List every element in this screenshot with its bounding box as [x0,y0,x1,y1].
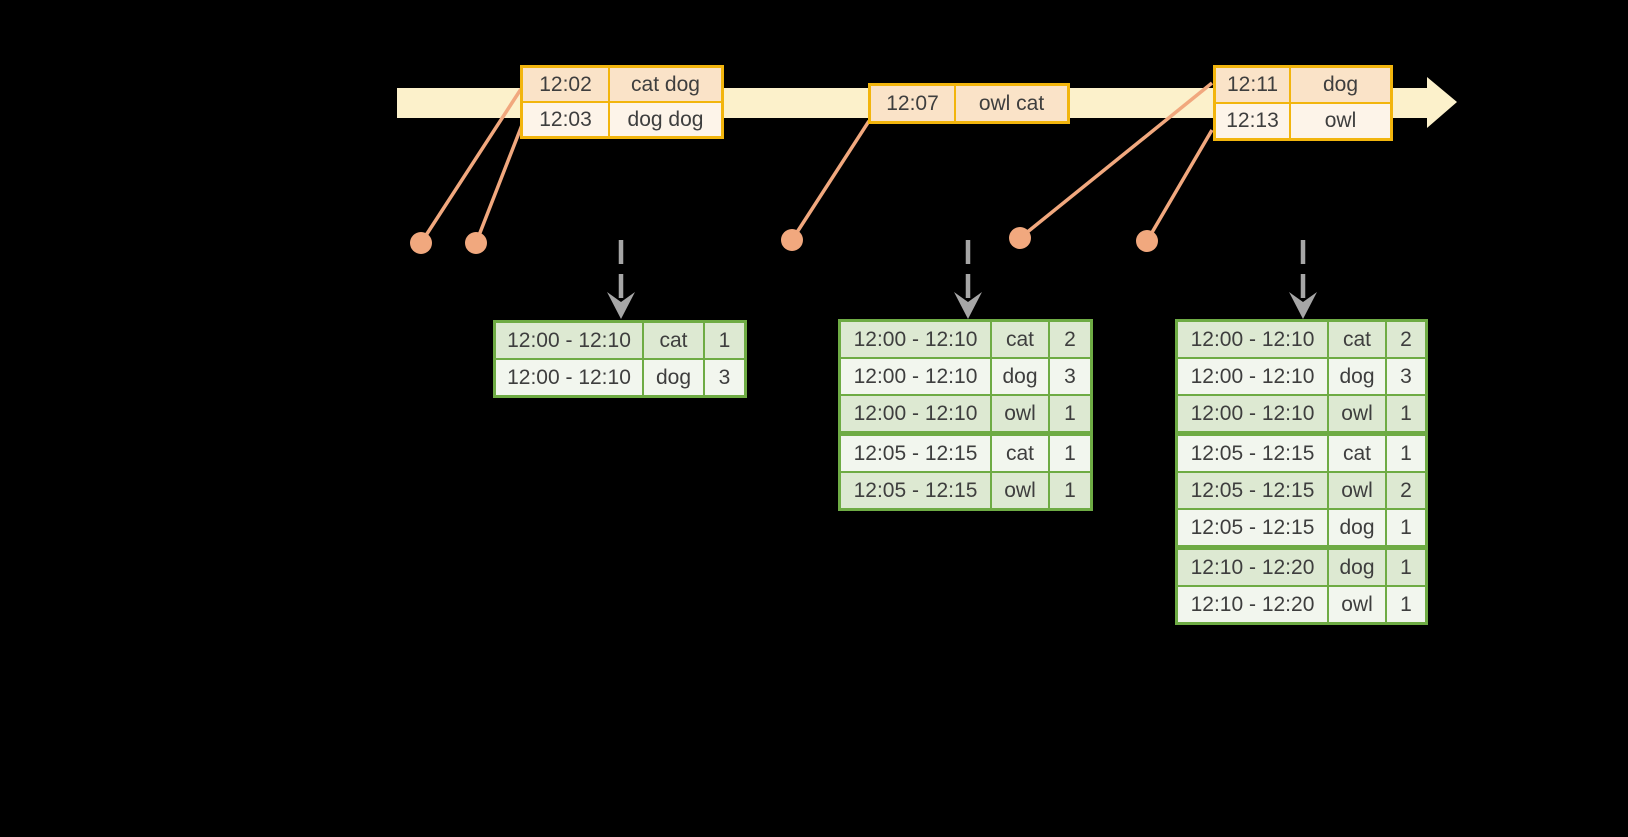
window-cell: 12:00 - 12:10 [841,359,990,394]
key-cell: cat [1327,322,1385,357]
count-cell: 3 [703,360,744,395]
event-value-cell: dog [1289,68,1390,102]
window-cell: 12:00 - 12:10 [1178,396,1327,431]
event-connector-line [474,124,524,244]
window-cell: 12:00 - 12:10 [496,360,642,395]
result-row: 12:00 - 12:10 owl 1 [841,394,1090,431]
count-cell: 3 [1385,359,1425,394]
key-cell: owl [1327,396,1385,431]
window-cell: 12:05 - 12:15 [1178,473,1327,508]
result-row: 12:05 - 12:15 cat 1 [1178,431,1425,471]
timeline-arrowhead-icon [1427,77,1457,128]
key-cell: dog [990,359,1048,394]
result-row: 12:00 - 12:10 owl 1 [1178,394,1425,431]
key-cell: cat [642,323,703,358]
key-cell: owl [1327,587,1385,622]
result-row: 12:00 - 12:10 cat 2 [1178,322,1425,357]
window-cell: 12:00 - 12:10 [841,322,990,357]
key-cell: owl [990,473,1048,508]
key-cell: dog [642,360,703,395]
result-row: 12:00 - 12:10 dog 3 [841,357,1090,394]
count-cell: 1 [1385,587,1425,622]
result-row: 12:05 - 12:15 owl 2 [1178,471,1425,508]
event-dot [465,232,487,254]
count-cell: 1 [703,323,744,358]
trigger-arrowhead-icon [607,292,635,319]
key-cell: cat [990,436,1048,471]
event-value-cell: owl cat [954,86,1067,121]
count-cell: 3 [1048,359,1090,394]
result-table-1: 12:00 - 12:10 cat 1 12:00 - 12:10 dog 3 [493,320,747,398]
result-row: 12:05 - 12:15 dog 1 [1178,508,1425,545]
key-cell: dog [1327,510,1385,545]
result-row: 12:10 - 12:20 owl 1 [1178,585,1425,622]
result-row: 12:05 - 12:15 cat 1 [841,431,1090,471]
event-time-cell: 12:03 [523,103,608,136]
trigger-arrowhead-icon [954,292,982,319]
count-cell: 1 [1048,436,1090,471]
event-value-cell: owl [1289,104,1390,138]
count-cell: 1 [1385,396,1425,431]
result-row: 12:00 - 12:10 dog 3 [496,358,744,395]
count-cell: 2 [1385,322,1425,357]
key-cell: dog [1327,550,1385,585]
event-row: 12:02 cat dog [523,68,721,101]
event-dot [781,229,803,251]
event-row: 12:07 owl cat [871,86,1067,121]
window-cell: 12:10 - 12:20 [1178,587,1327,622]
count-cell: 1 [1048,473,1090,508]
event-row: 12:11 dog [1216,68,1390,102]
result-row: 12:10 - 12:20 dog 1 [1178,545,1425,585]
event-value-cell: cat dog [608,68,721,101]
key-cell: dog [1327,359,1385,394]
result-row: 12:00 - 12:10 cat 2 [841,322,1090,357]
result-table-2: 12:00 - 12:10 cat 2 12:00 - 12:10 dog 3 … [838,319,1093,511]
event-table-3: 12:11 dog 12:13 owl [1213,65,1393,141]
window-cell: 12:05 - 12:15 [1178,436,1327,471]
event-row: 12:13 owl [1216,102,1390,138]
count-cell: 1 [1385,436,1425,471]
key-cell: cat [990,322,1048,357]
count-cell: 1 [1385,550,1425,585]
event-table-2: 12:07 owl cat [868,83,1070,124]
count-cell: 1 [1048,396,1090,431]
event-dot [1136,230,1158,252]
event-dot [410,232,432,254]
event-dot [1009,227,1031,249]
result-table-3: 12:00 - 12:10 cat 2 12:00 - 12:10 dog 3 … [1175,319,1428,625]
window-cell: 12:05 - 12:15 [841,436,990,471]
event-connector-line [1018,81,1214,240]
window-cell: 12:00 - 12:10 [496,323,642,358]
event-row: 12:03 dog dog [523,101,721,136]
trigger-arrowhead-icon [1289,292,1317,319]
window-cell: 12:00 - 12:10 [1178,359,1327,394]
event-connector-line [790,120,871,241]
event-time-cell: 12:02 [523,68,608,101]
window-cell: 12:00 - 12:10 [841,396,990,431]
count-cell: 2 [1048,322,1090,357]
event-time-cell: 12:13 [1216,104,1289,138]
event-time-cell: 12:07 [871,86,954,121]
count-cell: 1 [1385,510,1425,545]
result-row: 12:05 - 12:15 owl 1 [841,471,1090,508]
key-cell: owl [990,396,1048,431]
result-row: 12:00 - 12:10 cat 1 [496,323,744,358]
event-connector-line [1145,129,1214,242]
window-cell: 12:05 - 12:15 [841,473,990,508]
event-value-cell: dog dog [608,103,721,136]
window-cell: 12:00 - 12:10 [1178,322,1327,357]
key-cell: owl [1327,473,1385,508]
event-time-cell: 12:11 [1216,68,1289,102]
key-cell: cat [1327,436,1385,471]
window-cell: 12:10 - 12:20 [1178,550,1327,585]
event-connector-line [419,88,523,244]
result-row: 12:00 - 12:10 dog 3 [1178,357,1425,394]
window-cell: 12:05 - 12:15 [1178,510,1327,545]
count-cell: 2 [1385,473,1425,508]
event-table-1: 12:02 cat dog 12:03 dog dog [520,65,724,139]
